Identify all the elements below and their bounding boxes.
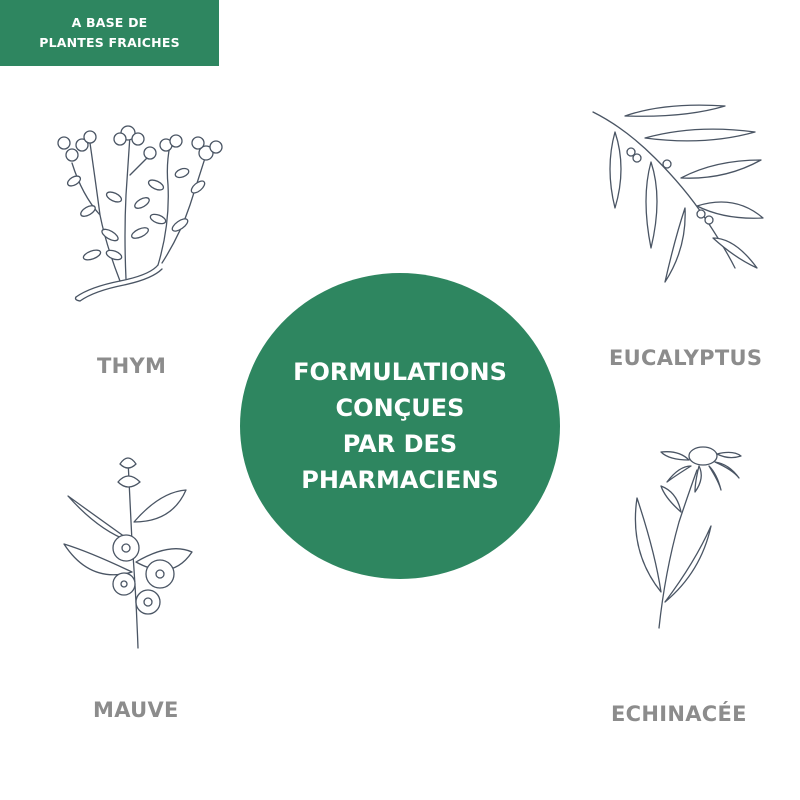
fresh-plants-badge: A BASE DE PLANTES FRAICHES [0, 0, 219, 66]
thyme-sketch-icon [30, 115, 230, 305]
plant-label-thyme: THYM [97, 354, 167, 378]
plant-label-echinacea: ECHINACÉE [611, 702, 747, 726]
circle-line-3: PAR DES [342, 430, 458, 458]
badge-line-1: A BASE DE [71, 15, 148, 30]
plant-label-eucalyptus: EUCALYPTUS [609, 346, 763, 370]
echinacea-sketch-icon [625, 442, 745, 632]
eucalyptus-sketch-icon [585, 98, 775, 288]
mallow-sketch-icon [60, 452, 200, 652]
pharmacist-formulation-circle: FORMULATIONS CONÇUES PAR DES PHARMACIENS [240, 273, 560, 579]
circle-line-2: CONÇUES [335, 394, 465, 422]
circle-line-1: FORMULATIONS [293, 358, 507, 386]
circle-line-4: PHARMACIENS [301, 466, 499, 494]
plant-label-mauve: MAUVE [93, 698, 179, 722]
badge-line-2: PLANTES FRAICHES [39, 35, 180, 50]
